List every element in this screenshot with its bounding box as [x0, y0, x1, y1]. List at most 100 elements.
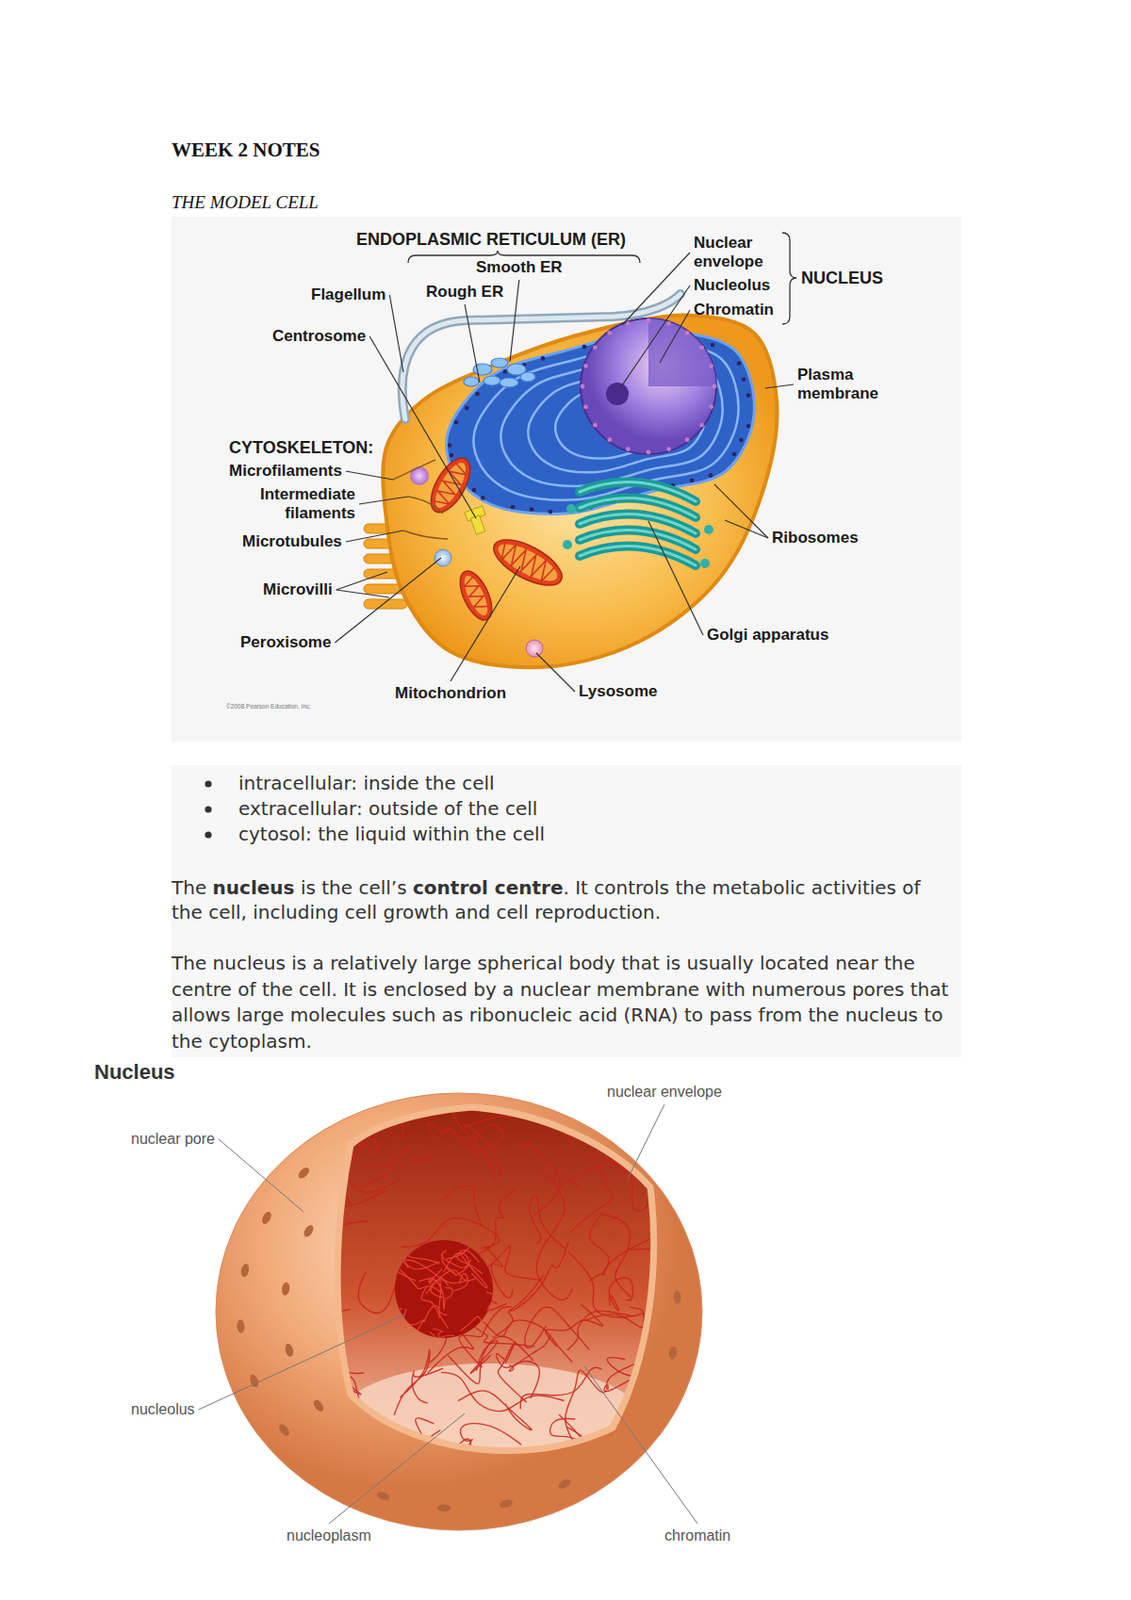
- bullet-text: extracellular: outside of the cell: [238, 796, 538, 821]
- nuclear-pore: [437, 1504, 452, 1513]
- nucleolus-fiber: [430, 1279, 466, 1298]
- leader-line: [369, 336, 476, 519]
- nuclear-pore: [296, 1165, 312, 1181]
- chromatin-strand: [385, 1066, 421, 1140]
- leader-line: [659, 310, 690, 363]
- leader-line: [345, 530, 404, 542]
- chromatin-strand: [589, 1212, 609, 1281]
- nucleolus-fiber: [396, 1223, 419, 1248]
- cytoskeleton-filament: [408, 496, 443, 514]
- chromatin-strand: [649, 1411, 724, 1493]
- nuclear-pore: [699, 344, 705, 350]
- chromatin-strand: [442, 1185, 482, 1226]
- chromatin-strand: [603, 1230, 673, 1275]
- part-label: nuclear envelope: [606, 1082, 722, 1102]
- nucleolus-fiber: [483, 1233, 517, 1265]
- nuclear-pore: [592, 344, 598, 350]
- leader-line: [334, 557, 442, 643]
- vesicle: [566, 504, 576, 514]
- copyright-note: ©2008 Pearson Education, Inc.: [226, 702, 312, 712]
- nucleolus-fiber: [443, 1288, 453, 1311]
- ribosome-dot: [738, 438, 744, 443]
- group-label: ENDOPLASMIC RETICULUM (ER): [356, 229, 626, 249]
- ribosome-dot: [454, 420, 459, 426]
- plasma-membrane: [382, 315, 777, 669]
- leader-line: [536, 653, 575, 692]
- chromatin-strand: [536, 1170, 573, 1300]
- ribosome-dot: [540, 356, 546, 361]
- chromatin-strand: [568, 1251, 644, 1318]
- part-label: Microtubules: [242, 532, 343, 552]
- golgi-lumen: [579, 546, 696, 566]
- illustration-part: [461, 575, 489, 613]
- nuclear-pore: [712, 384, 718, 390]
- nuclear-pore: [646, 450, 652, 456]
- nuclear-pore: [685, 330, 690, 336]
- nuclear-pore: [260, 1210, 274, 1226]
- nucleus-illustration: [215, 1022, 723, 1531]
- leader-line: [345, 471, 394, 480]
- illustration-part: [379, 1223, 525, 1357]
- nuclear-pore: [606, 437, 612, 443]
- nucleolus-fiber: [399, 1239, 440, 1270]
- leader-line: [218, 1139, 304, 1213]
- ribosome-dot: [447, 442, 453, 448]
- chromatin-strand: [557, 1075, 584, 1115]
- bold-term: nucleus: [213, 876, 296, 900]
- chromatin-strand: [437, 1060, 498, 1186]
- ribosome-dot: [472, 488, 477, 493]
- illustration-part: [459, 573, 492, 619]
- smooth-er: [499, 377, 519, 388]
- part-label: nucleoplasm: [286, 1526, 372, 1546]
- chromatin-strand: [477, 1190, 515, 1255]
- chromatin-strand: [557, 1041, 596, 1131]
- chromatin-strand: [393, 1350, 430, 1416]
- section-heading: THE MODEL CELL: [171, 191, 319, 214]
- chromatin-strand: [528, 1077, 580, 1114]
- part-label: Microvilli: [262, 580, 333, 600]
- illustration-part: [487, 530, 570, 595]
- nuclear-pore: [301, 1223, 315, 1239]
- flagellum: [402, 294, 681, 420]
- part-label: Plasma membrane: [797, 365, 892, 404]
- chromatin-strand: [629, 1453, 693, 1503]
- part-label: Centrosome: [272, 327, 366, 346]
- mitochondrion: [487, 530, 570, 595]
- chromatin-strand: [508, 1335, 551, 1373]
- body-text: is the cell’s: [300, 876, 408, 900]
- bullet-dot: [204, 805, 212, 813]
- part-label: Mitochondrion: [394, 684, 507, 704]
- nucleolus-fiber: [460, 1316, 484, 1331]
- bullet-text: cytosol: the liquid within the cell: [238, 821, 545, 847]
- chromatin-strand: [550, 1414, 582, 1441]
- smooth-er: [463, 377, 479, 387]
- nuclear-pore: [592, 423, 598, 428]
- chromatin-strand: [483, 1320, 573, 1363]
- chromatin-strand: [360, 1155, 431, 1188]
- chromatin-strand: [441, 1372, 565, 1411]
- chromatin-strand: [336, 1044, 400, 1142]
- microvillus: [363, 599, 408, 609]
- nuclear-envelope: [580, 318, 717, 455]
- chromatin-strand: [497, 1342, 526, 1403]
- chromatin-strand: [360, 1437, 397, 1457]
- envelope-cut-edge: [337, 1107, 655, 1452]
- part-label: Smooth ER: [475, 258, 563, 278]
- nuclear-pore: [672, 1290, 682, 1305]
- part-label: Chromatin: [693, 300, 774, 320]
- ribosome-dot: [741, 377, 747, 382]
- illustration-part: [496, 539, 557, 585]
- ribosome-dot: [510, 505, 516, 510]
- nuclear-pore: [699, 423, 705, 428]
- ribosome-dot: [464, 406, 470, 411]
- chromatin-strand: [524, 1307, 590, 1350]
- nuclear-pore: [283, 1343, 295, 1359]
- leader-line: [328, 1413, 465, 1525]
- nucleus: [580, 318, 718, 456]
- body-text: The: [171, 876, 207, 900]
- nucleolus-fiber: [419, 1278, 444, 1310]
- nucleolus-fiber: [382, 1252, 442, 1279]
- figure-panel: [171, 216, 962, 742]
- leader-line: [450, 566, 521, 682]
- ribosome-dot: [480, 495, 486, 501]
